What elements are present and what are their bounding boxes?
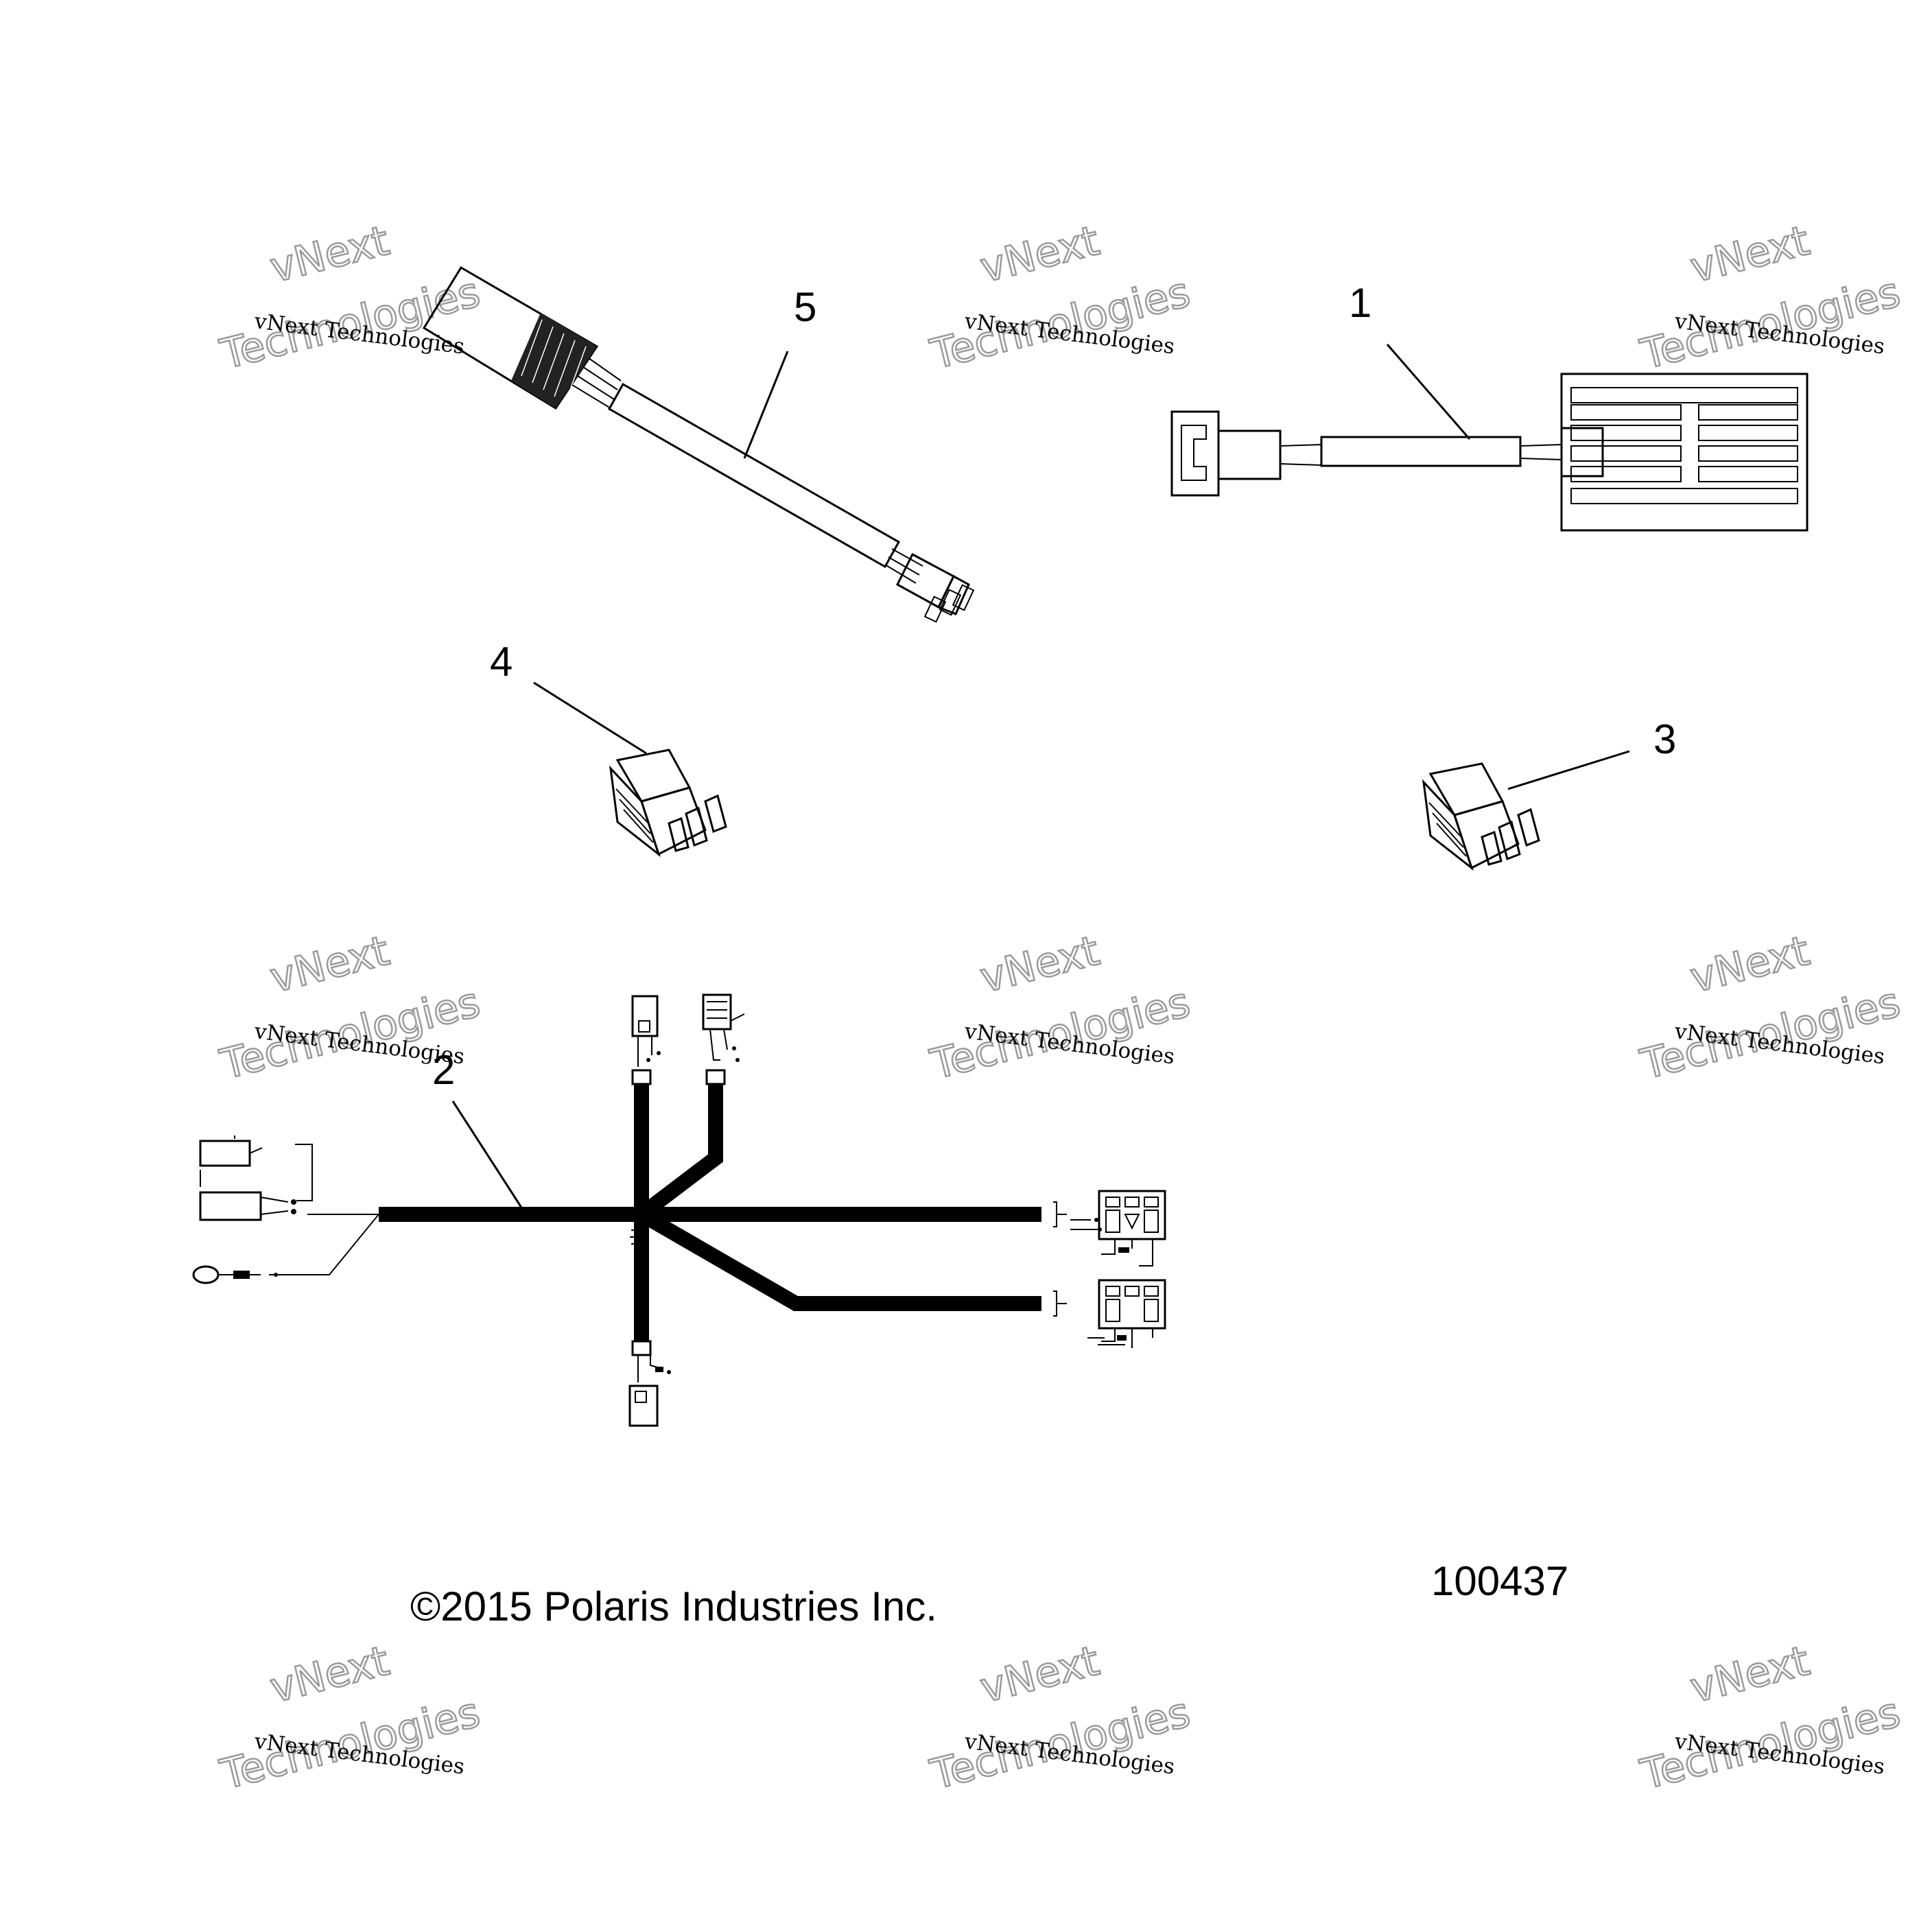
part-5-hatch-lines [521,319,587,403]
callout-2[interactable]: 2 [432,1047,455,1093]
watermark-big-1: vNext [976,1637,1104,1712]
part-1-heater-element[interactable]: 1 [1170,280,1809,532]
part-3-terminal [1481,830,1503,866]
part-2-leader-line [451,1100,523,1208]
part-5-adapter-harness[interactable]: 5 [422,266,975,623]
part-2-spade-terminal [199,1140,251,1167]
part-3-terminal [1517,808,1540,847]
part-1-wires-left [1280,444,1322,466]
part-3-rocker-switch[interactable]: 3 [1422,716,1676,871]
part-5-cable-sheath [607,382,901,569]
part-5-plug-pin [923,596,947,623]
part-4-switch-body [640,786,707,856]
part-1-heater-traces [1570,387,1798,504]
part-2-lower-branch [637,1208,1041,1311]
part-5-plug-side [936,574,970,615]
part-2-right-upper-branch [637,1084,723,1221]
part-2-wiring-harness[interactable]: 2 [192,993,1166,1427]
watermark-big-1: vNext [1686,1637,1814,1712]
part-2-top-connector-1 [631,995,661,1085]
copyright-text: ©2015 Polaris Industries Inc. [410,1583,937,1629]
part-1-wires-right [1520,444,1562,460]
watermark-big-1: vNext [266,1637,394,1712]
watermark-big-1: vNext [1686,927,1814,1002]
part-4-leader-line [533,681,647,755]
part-1-plug [1170,410,1220,497]
part-5-leader-line [743,351,789,459]
part-3-switch-bezel [1428,762,1505,816]
part-4-terminal [668,816,690,852]
watermark-big-1: vNext [1686,217,1814,292]
watermark-layer: vNext Technologies vNext Technologies vN… [215,216,1905,1800]
callout-1[interactable]: 1 [1349,280,1371,326]
part-2-bullet-terminal [199,1191,262,1221]
part-3-switch-body [1453,800,1520,870]
part-4-switch-bezel [615,749,692,803]
part-2-bracket [295,1144,313,1201]
callout-4[interactable]: 4 [490,639,513,685]
part-3-terminal [1498,820,1521,861]
part-1-plug-boot [1217,429,1282,480]
part-1-pad-terminal [1560,427,1604,478]
part-4-rocker-switch[interactable]: 4 [490,639,727,858]
part-2-left-connectors [192,1135,313,1284]
part-1-leader-line [1386,344,1471,440]
part-1-cable-sheath [1320,436,1522,467]
part-2-trunk-tail [269,1214,379,1275]
callout-3[interactable]: 3 [1653,716,1676,762]
part-2-hub-marks [630,1229,637,1245]
figure-number: 100437 [1431,1558,1568,1604]
part-5-wires-end [884,548,923,584]
part-2-bottom-connector [628,1340,671,1427]
part-4-switch-ribs [615,788,654,843]
part-1-plug-latch [1181,425,1207,481]
part-5-wires [572,357,622,409]
part-4-terminal [704,794,727,834]
part-4-terminal [685,806,708,847]
part-2-ring-terminal [192,1265,220,1284]
watermark-big-1: vNext [266,217,394,292]
part-2-top-connector-2 [702,993,745,1085]
callout-5[interactable]: 5 [794,284,816,330]
part-5-plug-pin [952,584,975,611]
watermark-big-1: vNext [976,927,1104,1002]
part-2-relay-connector-lower [1053,1279,1166,1348]
watermark-big-1: vNext [976,217,1104,292]
part-1-heater-pad [1560,373,1809,532]
part-2-relay-connector-upper [1053,1190,1166,1267]
part-5-plug-pin [939,589,962,616]
part-3-switch-ribs [1428,802,1467,857]
part-3-leader-line [1507,750,1630,790]
watermark-big-1: vNext [266,927,394,1002]
